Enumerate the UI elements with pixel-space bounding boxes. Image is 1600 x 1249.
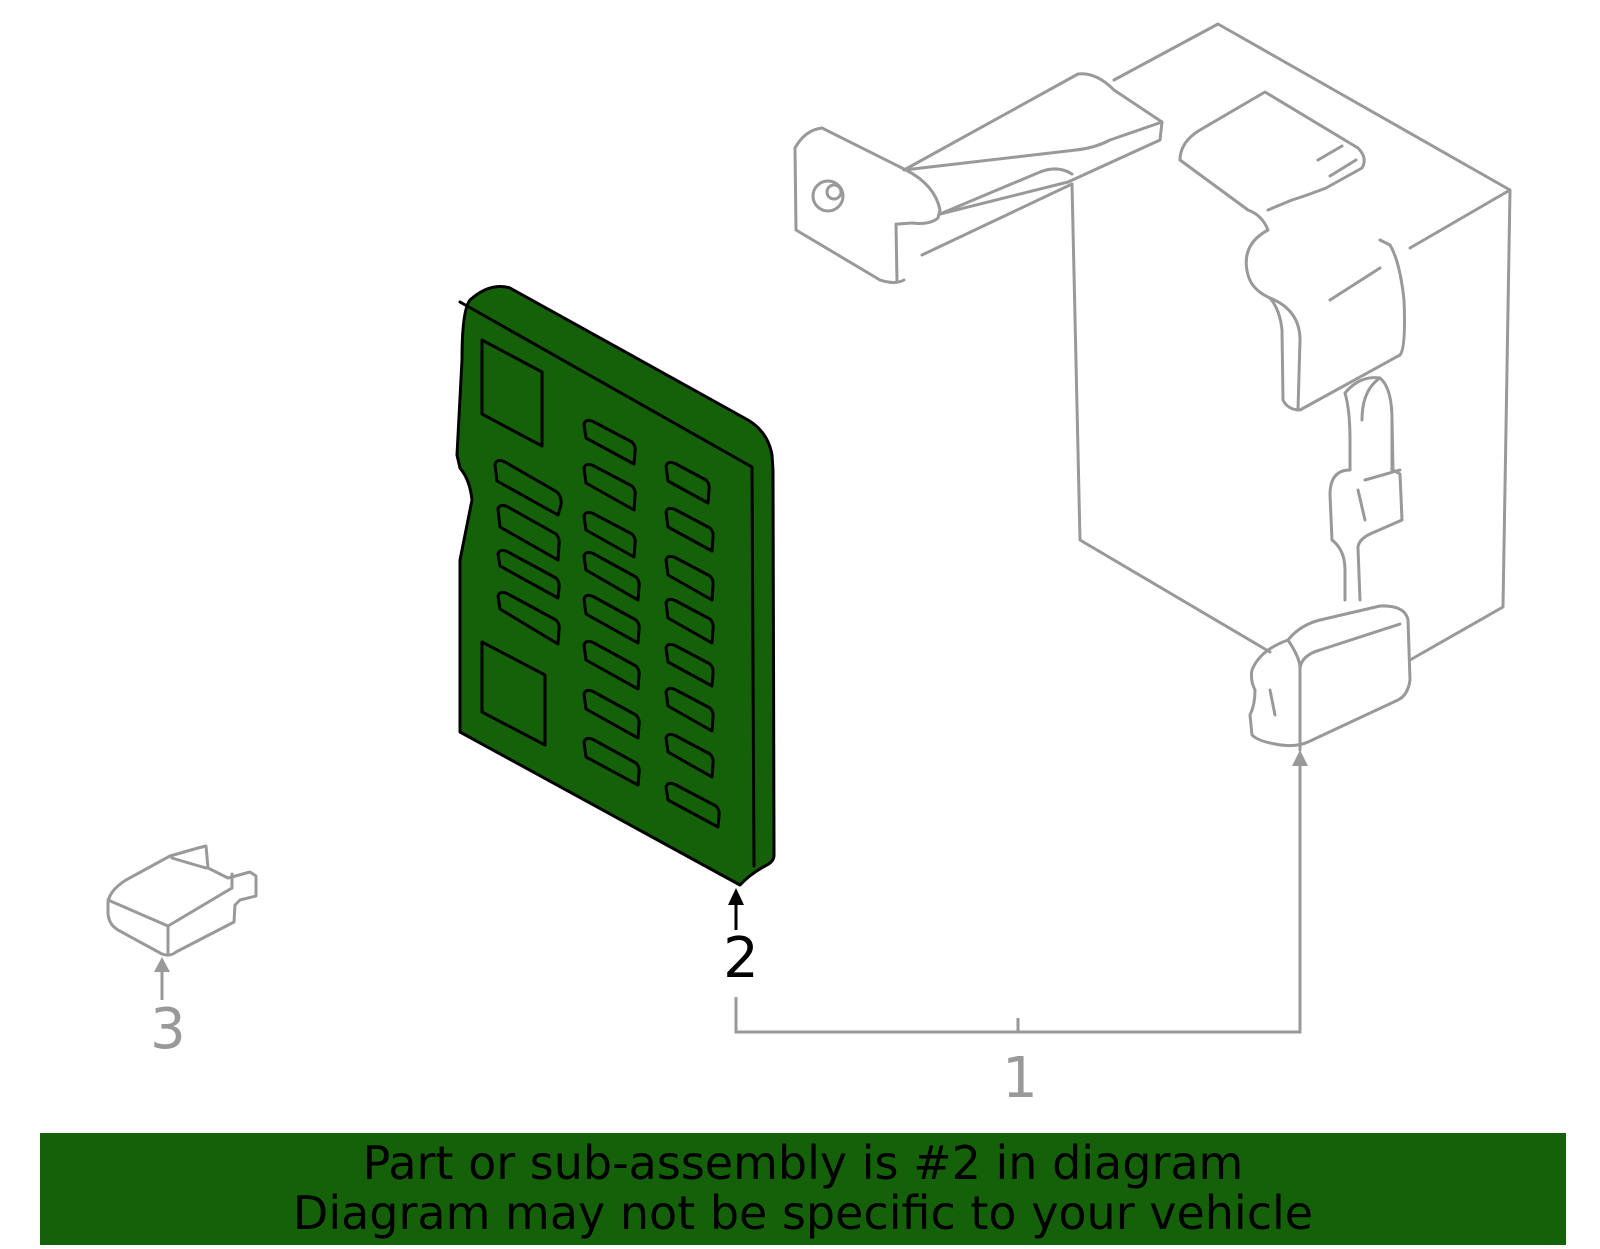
callout-1-leader (734, 765, 1302, 1034)
part-1-junction-box (793, 22, 1512, 752)
info-banner: Part or sub-assembly is #2 in diagram Di… (40, 1133, 1566, 1245)
callout-2-label: 2 (723, 926, 759, 991)
part-3-fuse (106, 844, 258, 957)
callout-2-arrowhead (728, 888, 744, 905)
callout-3-arrowhead (154, 957, 170, 972)
callout-3-label: 3 (150, 997, 186, 1062)
banner-line-1: Part or sub-assembly is #2 in diagram (362, 1136, 1244, 1191)
part-2-fuse-panel-cover (455, 285, 776, 887)
callout-1-label: 1 (1002, 1046, 1038, 1111)
banner-line-2: Diagram may not be specific to your vehi… (292, 1186, 1314, 1240)
info-banner-background (40, 1133, 1566, 1245)
callout-1-arrowhead (1292, 750, 1308, 766)
